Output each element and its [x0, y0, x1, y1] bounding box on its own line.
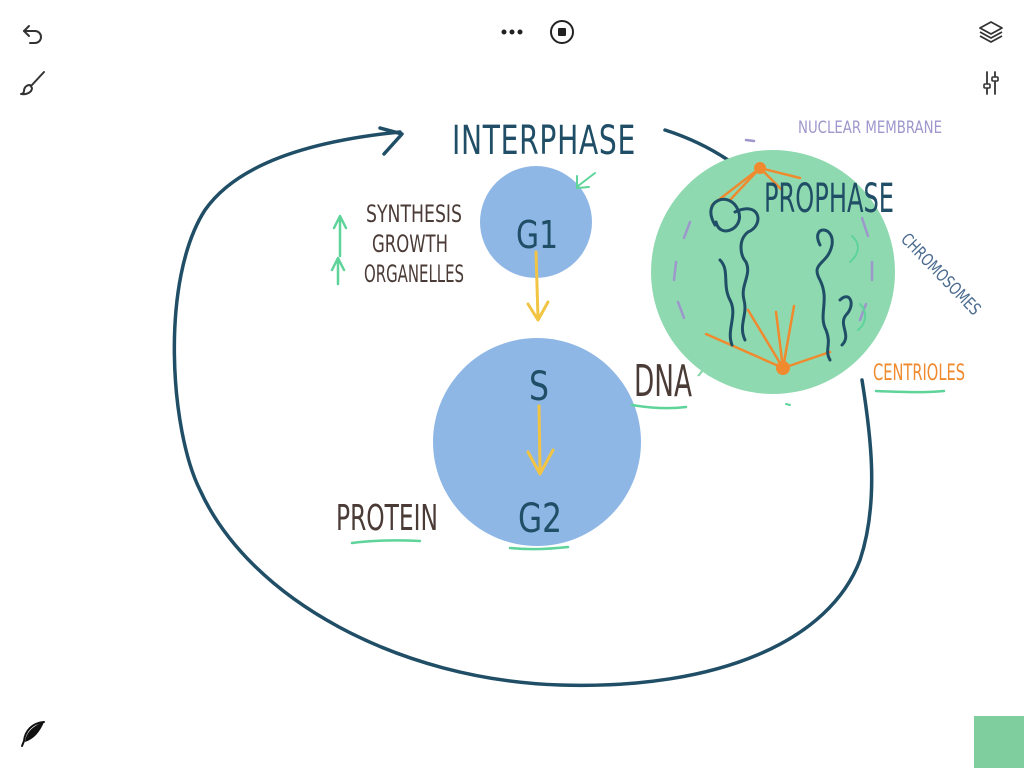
layers-icon: [979, 21, 1003, 43]
interphase-label: INTERPHASE: [452, 118, 636, 164]
x2-label: x2: [696, 350, 730, 383]
undo-icon: [23, 25, 42, 44]
nuclear-membrane-dashes: [672, 138, 874, 322]
spindle-fibers: [704, 166, 832, 370]
undo-button[interactable]: [13, 14, 53, 54]
s-label: S: [529, 364, 549, 410]
chromosome-squiggles: [709, 197, 853, 362]
cycle-arrow-loop: [172, 130, 874, 688]
cycle-arrowhead: [378, 126, 404, 156]
centrioles-underline: [874, 389, 946, 394]
g1-to-s-arrow: [526, 250, 550, 322]
protein-underline: [350, 539, 422, 545]
increase-arrow-organelles: [330, 256, 346, 286]
sliders-icon: [983, 71, 999, 95]
membrane-pointer: [785, 403, 791, 406]
g2-label: G2: [518, 496, 562, 542]
color-swatch-button[interactable]: [974, 716, 1024, 768]
g1-pointer-arrow: [576, 172, 596, 190]
protein-label: PROTEIN: [336, 498, 438, 539]
dna-underline: [630, 403, 688, 410]
g2-underline: [508, 545, 570, 551]
stop-recording-button[interactable]: [542, 12, 582, 52]
layers-button[interactable]: [971, 12, 1011, 52]
interphase-connector: [663, 128, 730, 162]
brush-tool-button[interactable]: [13, 63, 53, 103]
growth-label: GROWTH: [372, 230, 448, 258]
chromosome-pointer: [849, 235, 866, 331]
brush-icon: [20, 71, 45, 96]
nuclear-membrane-label: NUCLEAR MEMBRANE: [798, 118, 942, 138]
centriole-bottom: [776, 361, 790, 375]
more-options-button[interactable]: [492, 12, 532, 52]
feather-icon: [21, 721, 45, 747]
s-g2-circle: [433, 338, 641, 546]
prophase-label: PROPHASE: [764, 176, 894, 222]
increase-arrow-synthesis: [332, 214, 348, 258]
g1-circle: [480, 166, 592, 278]
centrioles-label: CENTRIOLES: [873, 361, 965, 386]
chromosomes-label: CHROMOSOMES: [896, 230, 984, 320]
g1-label: G1: [516, 213, 558, 257]
stop-record-icon: [550, 20, 574, 44]
dna-label: DNA: [634, 356, 692, 407]
organelles-label: ORGANELLES: [364, 260, 464, 288]
centriole-top: [754, 162, 766, 174]
more-dots-icon: [501, 29, 523, 35]
feather-tool-button[interactable]: [13, 714, 53, 754]
synthesis-label: SYNTHESIS: [366, 200, 462, 228]
s-to-g2-arrow: [526, 404, 555, 476]
adjustments-button[interactable]: [971, 63, 1011, 103]
